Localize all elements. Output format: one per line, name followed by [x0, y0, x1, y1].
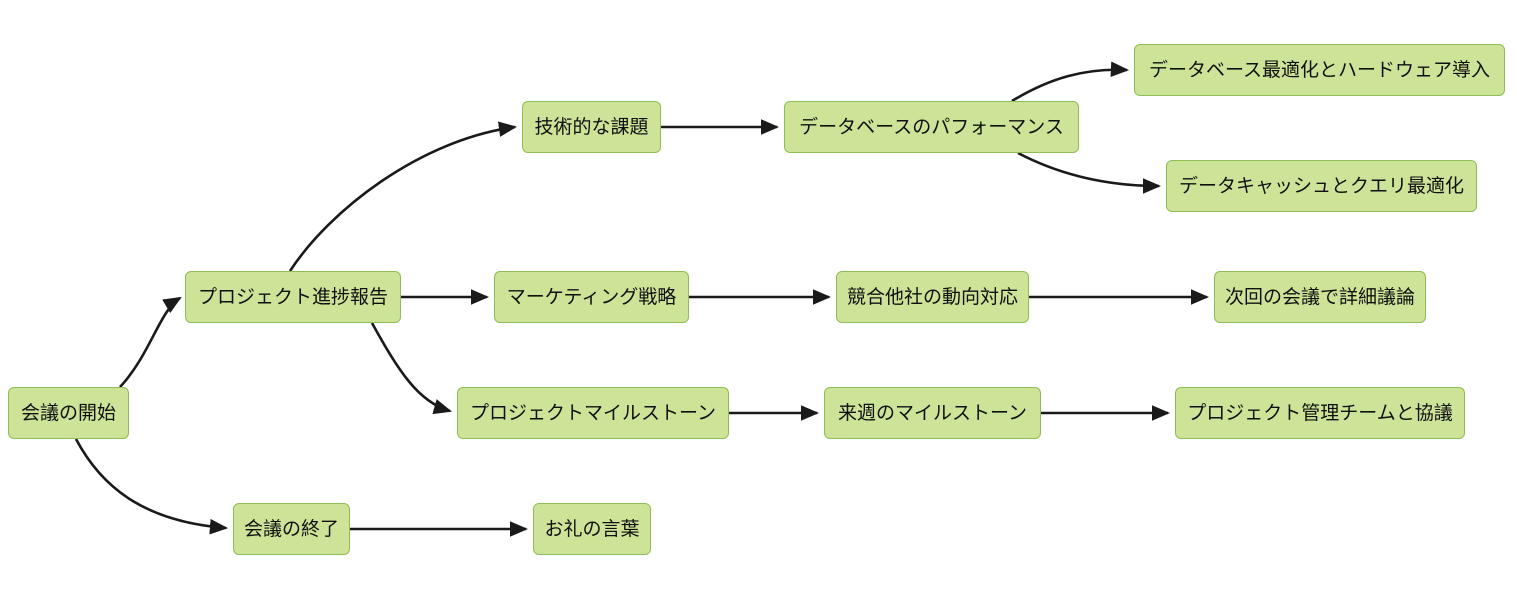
flowchart-node-label: 来週のマイルストーン [837, 402, 1028, 424]
flowchart-node-label: 会議の開始 [20, 402, 116, 424]
flowchart-node-label: プロジェクトマイルストーン [469, 402, 717, 424]
flowchart-node-n7[interactable]: 競合他社の動向対応 [836, 271, 1029, 323]
flowchart-node-label: データベース最適化とハードウェア導入 [1148, 59, 1491, 81]
flowchart-node-label: プロジェクト進捗報告 [197, 286, 388, 308]
flowchart-node-n1[interactable]: プロジェクト進捗報告 [185, 271, 401, 323]
edge-n1-to-n9 [370, 322, 453, 415]
flowchart-node-label: お礼の言葉 [544, 518, 640, 540]
flowchart-node-n11[interactable]: プロジェクト管理チームと協議 [1175, 387, 1465, 439]
edge-n1-to-n2 [288, 121, 518, 272]
edge-n3-to-n5 [1017, 151, 1162, 194]
edge-n3-to-n4 [1011, 61, 1130, 103]
flowchart-node-label: データキャッシュとクエリ最適化 [1178, 175, 1464, 197]
flowchart-node-label: 会議の終了 [243, 518, 339, 540]
flowchart-node-label: マーケティング戦略 [506, 286, 677, 308]
flowchart-node-n2[interactable]: 技術的な課題 [522, 101, 661, 153]
flowchart-node-n5[interactable]: データキャッシュとクエリ最適化 [1166, 160, 1477, 212]
edge-n0-to-n12 [74, 438, 229, 535]
flowchart-node-n0[interactable]: 会議の開始 [8, 387, 129, 439]
flowchart-node-n8[interactable]: 次回の会議で詳細議論 [1214, 271, 1426, 323]
edge-n0-to-n1 [119, 296, 182, 388]
flowchart-node-label: 次回の会議で詳細議論 [1224, 286, 1415, 308]
flowchart-node-label: プロジェクト管理チームと協議 [1187, 402, 1453, 424]
flowchart-node-n6[interactable]: マーケティング戦略 [494, 271, 689, 323]
flowchart-node-n3[interactable]: データベースのパフォーマンス [784, 101, 1079, 153]
flowchart-node-n4[interactable]: データベース最適化とハードウェア導入 [1134, 44, 1505, 96]
flowchart-node-label: 競合他社の動向対応 [846, 286, 1018, 308]
flowchart-node-n10[interactable]: 来週のマイルストーン [824, 387, 1041, 439]
flowchart-node-n13[interactable]: お礼の言葉 [533, 503, 651, 555]
flowchart-node-label: データベースのパフォーマンス [799, 116, 1064, 138]
flowchart-node-n9[interactable]: プロジェクトマイルストーン [457, 387, 729, 439]
flowchart-node-n12[interactable]: 会議の終了 [233, 503, 350, 555]
flowchart-node-label: 技術的な課題 [534, 116, 649, 138]
